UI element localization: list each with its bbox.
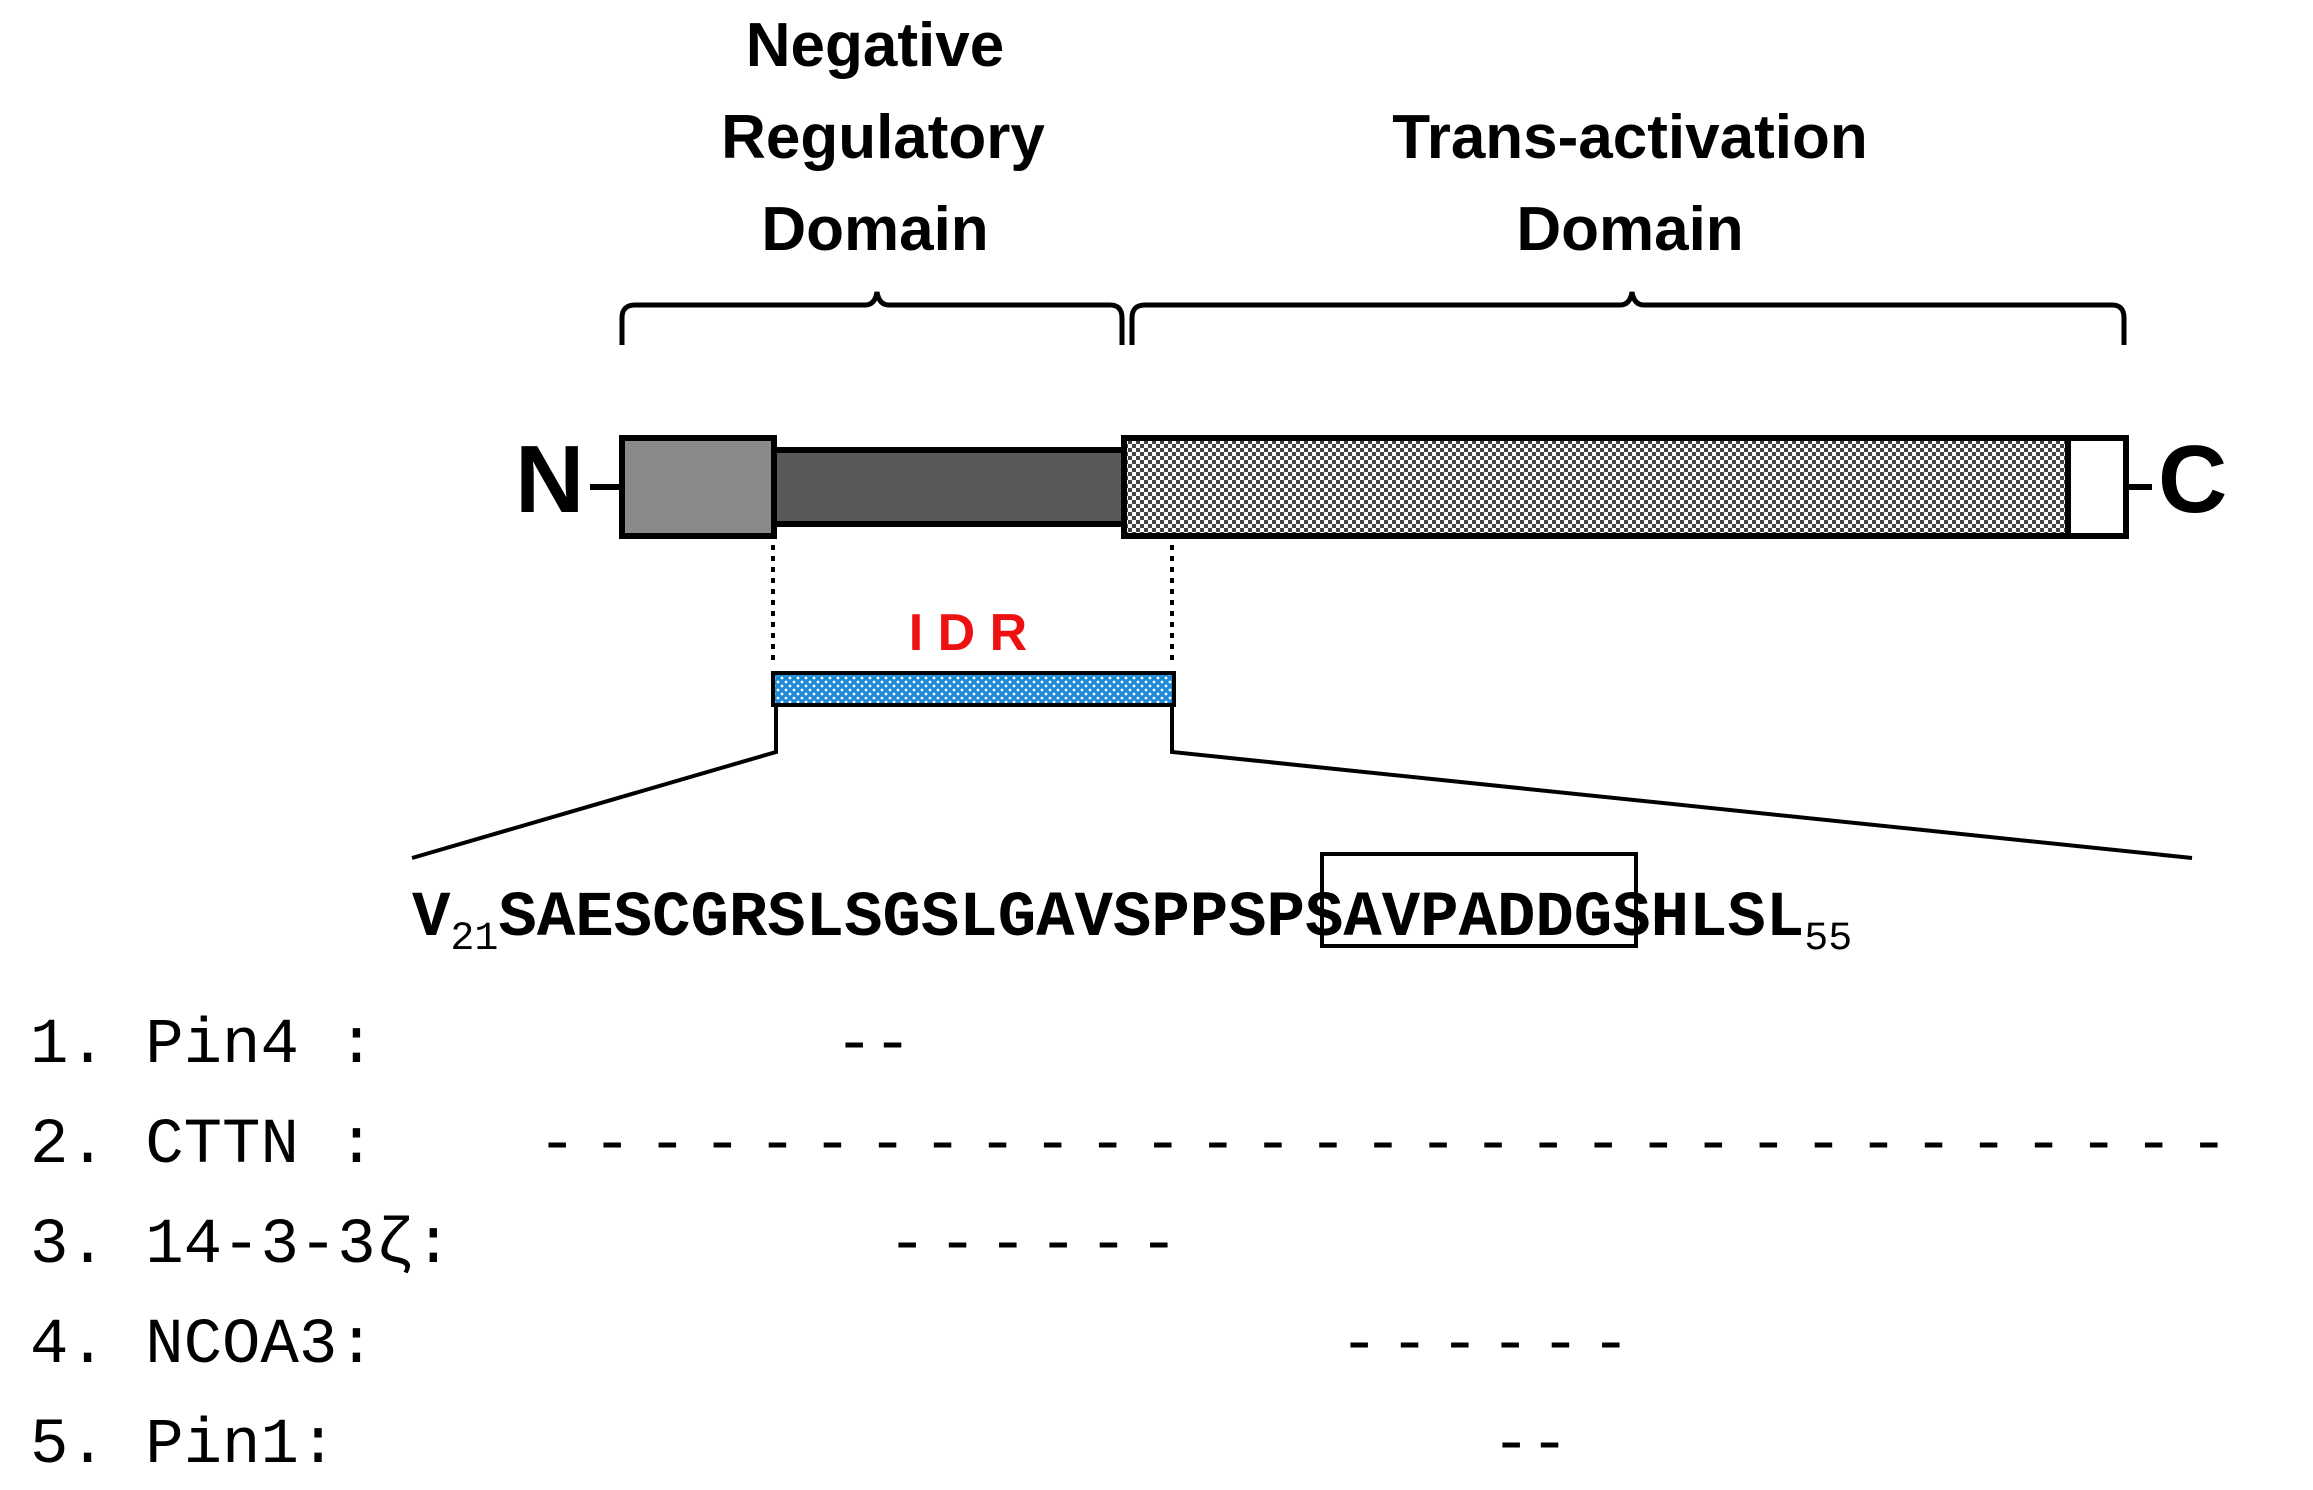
binder-2-range: ------------------------------- [538,1110,2228,1182]
binder-3-range: ------ [888,1210,1178,1282]
binder-1-label: 1. Pin4 : [30,1010,376,1082]
transactivation-title-line2: Domain [1516,195,1743,264]
sequence-start-index: 21 [450,917,498,962]
transactivation-brace [1129,291,2127,345]
protein-segment-light [619,435,777,539]
n-terminus-label: N [515,426,584,533]
binder-1-range: -- [835,1010,912,1082]
protein-segment-dotted [1121,435,2071,539]
transactivation-title-line1: Trans-activation [1392,103,1867,172]
idr-expansion-left [411,705,778,860]
idr-expansion-right [1170,705,2193,860]
binder-2-label: 2. CTTN : [30,1110,376,1182]
negative-regulatory-title-line3: Domain [761,195,988,264]
sequence-boxed-motif: SPPSPS [1113,883,1343,955]
sequence-start-residue: V [412,883,451,955]
sequence-body: SAESCGRSLSGSLGAV [498,883,1113,955]
sequence-end-index: 55 [1804,917,1852,962]
protein-segment-white [2065,435,2129,539]
binder-5-label: 5. Pin1: [30,1410,337,1482]
negative-regulatory-title-line1: Negative [746,11,1004,80]
c-terminus-label: C [2158,426,2227,533]
sequence-tail: AVPADDGSHLSL [1343,883,1804,955]
negative-regulatory-brace [619,291,1125,345]
sppsps-motif-box [1320,852,1638,948]
binder-3-label: 3. 14-3-3ζ: [30,1210,452,1282]
idr-bar [771,671,1176,707]
protein-segment-dark [771,447,1127,527]
binder-5-range: -- [1492,1410,1569,1482]
binder-4-label: 4. NCOA3: [30,1310,376,1382]
binder-4-range: ------ [1340,1310,1630,1382]
negative-regulatory-title-line2: Regulatory [721,103,1045,172]
idr-label: I D R [909,604,1027,662]
idr-sequence: V21SAESCGRSLSGSLGAVSPPSPSAVPADDGSHLSL55 [412,883,1852,962]
